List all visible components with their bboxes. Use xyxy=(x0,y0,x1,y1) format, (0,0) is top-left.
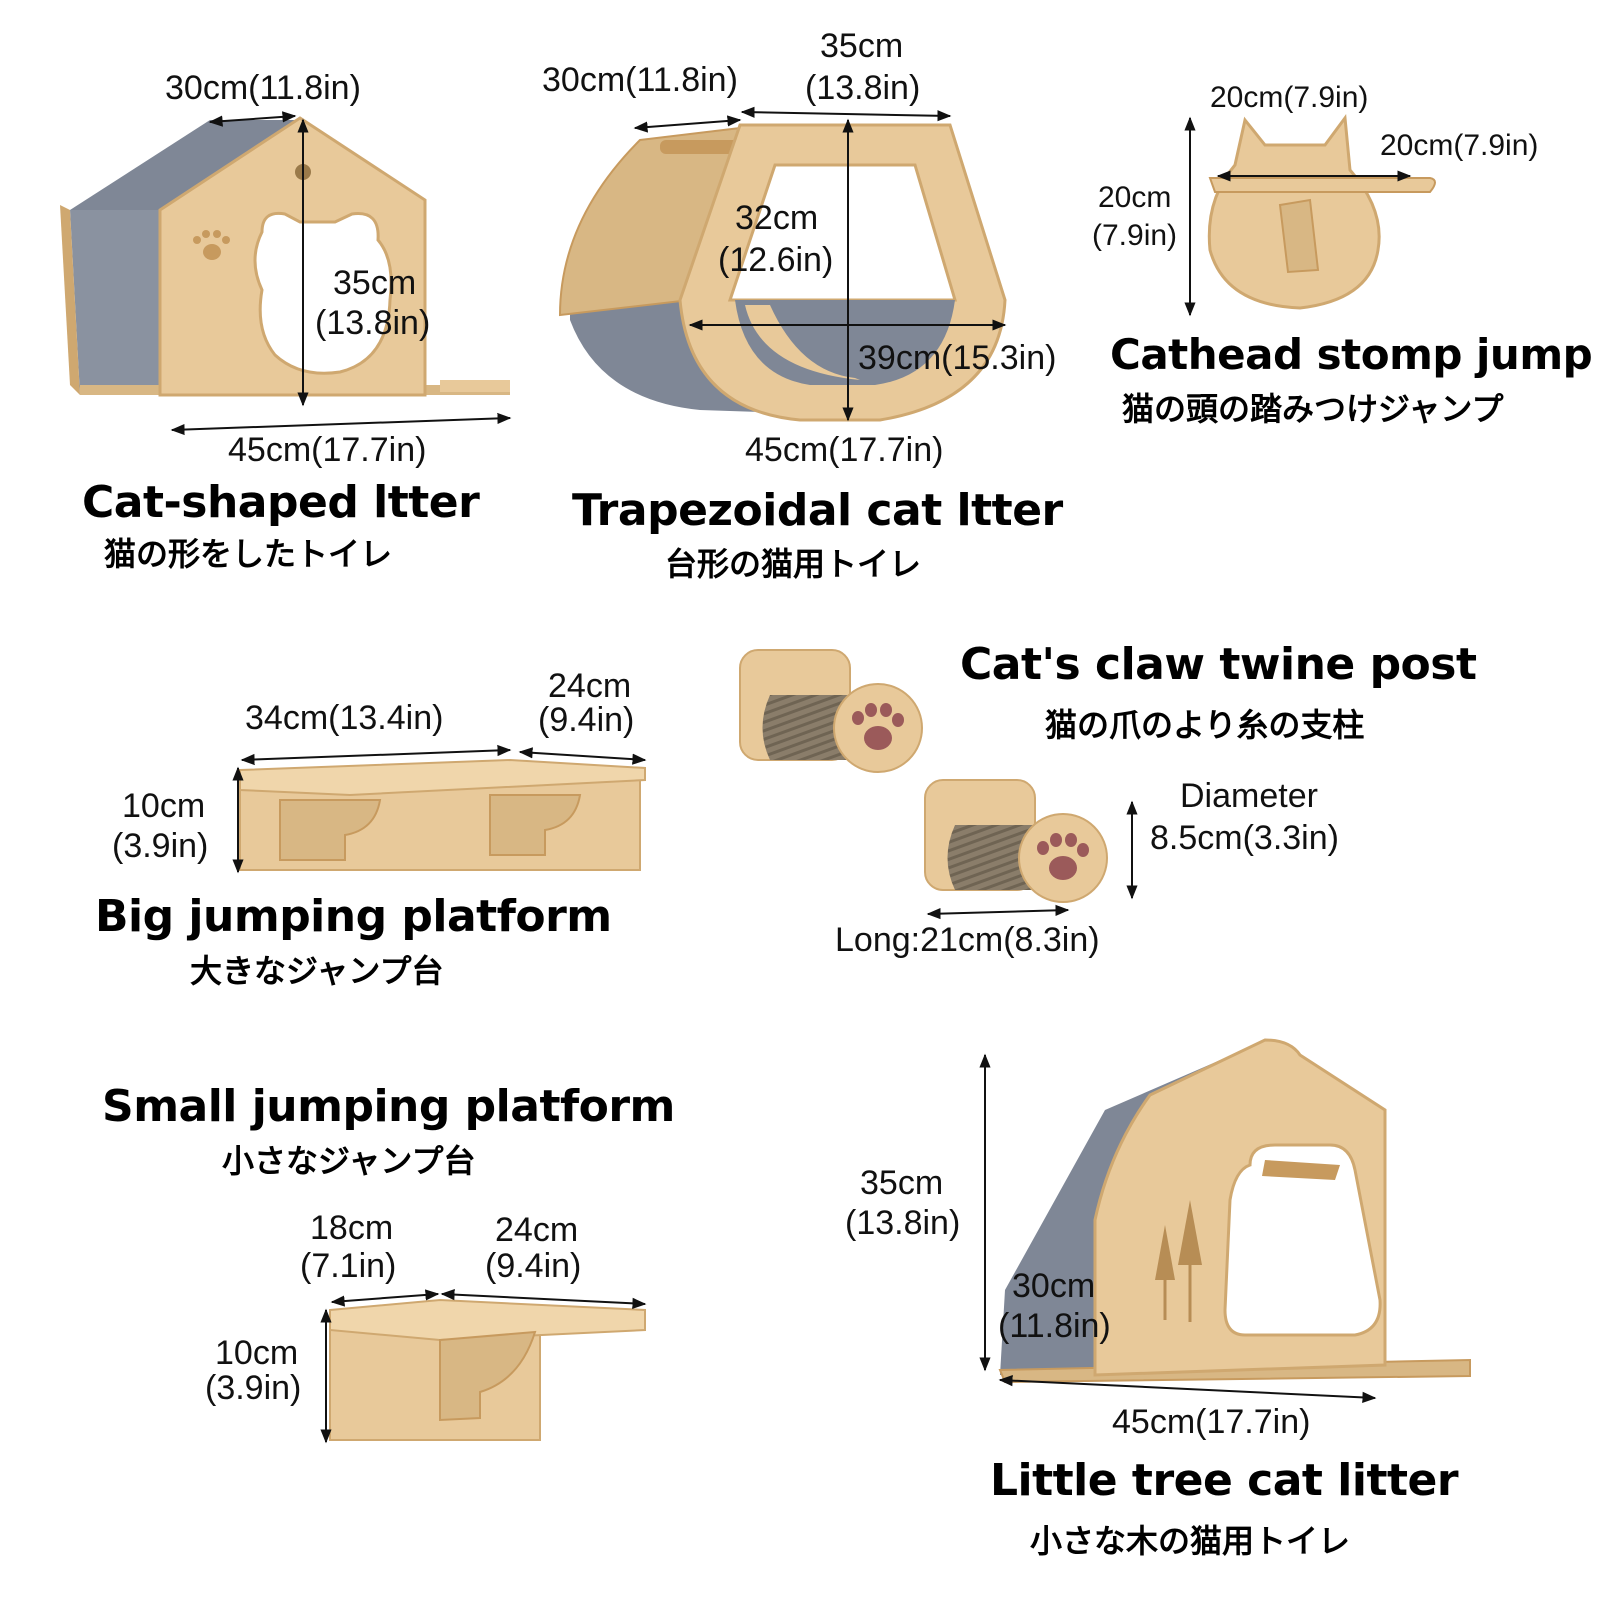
big-platform-dim-depth-cm: 24cm xyxy=(548,667,632,705)
big-platform-dim-height-cm: 10cm xyxy=(122,787,206,825)
tree-litter-dim-bottom: 45cm(17.7in) xyxy=(1112,1403,1311,1441)
tree-litter-dim-height-in: (13.8in) xyxy=(845,1204,961,1242)
trapezoidal-dim-inner: 39cm(15.3in) xyxy=(858,339,1057,377)
small-platform-dim-width-in: (7.1in) xyxy=(300,1247,397,1285)
tree-litter-title: Little tree cat litter xyxy=(990,1455,1459,1506)
small-platform-dim-depth-in: (9.4in) xyxy=(485,1247,582,1285)
cathead-dim-height-in: (7.9in) xyxy=(1092,219,1178,252)
tree-litter-dim-depth-in: (11.8in) xyxy=(998,1307,1111,1345)
trapezoidal-dim-top-cm: 35cm xyxy=(820,27,904,65)
claw-post-dim-diameter: 8.5cm(3.3in) xyxy=(1150,819,1339,857)
cathead-dim-top: 20cm(7.9in) xyxy=(1210,81,1369,114)
cathead-title: Cathead stomp jump xyxy=(1110,330,1593,379)
claw-post-dim-diameter-label: Diameter xyxy=(1180,777,1318,815)
big-platform-dim-height-in: (3.9in) xyxy=(112,827,209,865)
cathead-stomp-jump-illustration xyxy=(1184,113,1436,317)
cathead-jp: 猫の頭の踏みつけジャンプ xyxy=(1122,390,1504,428)
small-platform-dim-height-cm: 10cm xyxy=(215,1334,299,1372)
cat-shaped-dim-bottom: 45cm(17.7in) xyxy=(228,431,427,469)
big-platform-dim-depth-in: (9.4in) xyxy=(538,701,635,739)
big-jumping-platform-illustration xyxy=(232,744,647,874)
cat-shaped-dim-height-cm: 35cm xyxy=(333,264,417,302)
trapezoidal-litter-illustration xyxy=(558,106,1007,422)
small-platform-dim-depth-cm: 24cm xyxy=(495,1211,579,1249)
claw-post-illustration xyxy=(739,649,1138,920)
cat-shaped-litter-illustration xyxy=(60,111,512,436)
big-platform-jp: 大きなジャンプ台 xyxy=(190,952,444,990)
small-platform-dim-height-in: (3.9in) xyxy=(205,1369,302,1407)
cat-shaped-dim-height-in: (13.8in) xyxy=(315,304,431,342)
trapezoidal-title: Trapezoidal cat ltter xyxy=(572,485,1063,536)
trapezoidal-dim-depth: 30cm(11.8in) xyxy=(542,61,738,99)
claw-post-dim-long: Long:21cm(8.3in) xyxy=(835,921,1100,959)
small-platform-title: Small jumping platform xyxy=(102,1081,675,1132)
small-platform-jp: 小さなジャンプ台 xyxy=(222,1142,476,1180)
claw-post-title: Cat's claw twine post xyxy=(960,639,1477,690)
tree-litter-dim-depth-cm: 30cm xyxy=(1012,1267,1096,1305)
cat-shaped-dim-top: 30cm(11.8in) xyxy=(165,69,361,107)
trapezoidal-jp: 台形の猫用トイレ xyxy=(665,545,922,583)
tree-litter-dim-height-cm: 35cm xyxy=(860,1164,944,1202)
cat-shaped-title: Cat-shaped ltter xyxy=(82,477,480,528)
small-jumping-platform-illustration xyxy=(320,1289,647,1444)
trapezoidal-dim-height-cm: 32cm xyxy=(735,199,819,237)
big-platform-title: Big jumping platform xyxy=(95,891,612,942)
cat-shaped-jp: 猫の形をしたトイレ xyxy=(104,535,393,573)
cathead-dim-height-cm: 20cm xyxy=(1098,181,1172,214)
small-platform-dim-width-cm: 18cm xyxy=(310,1209,394,1247)
tree-litter-illustration xyxy=(979,1038,1471,1403)
claw-post-jp: 猫の爪のより糸の支柱 xyxy=(1045,706,1365,744)
big-platform-dim-width: 34cm(13.4in) xyxy=(245,699,444,737)
cathead-dim-right: 20cm(7.9in) xyxy=(1380,129,1539,162)
trapezoidal-dim-height-in: (12.6in) xyxy=(718,241,834,279)
trapezoidal-dim-bottom: 45cm(17.7in) xyxy=(745,431,944,469)
tree-litter-jp: 小さな木の猫用トイレ xyxy=(1030,1522,1351,1560)
trapezoidal-dim-top-in: (13.8in) xyxy=(805,69,921,107)
